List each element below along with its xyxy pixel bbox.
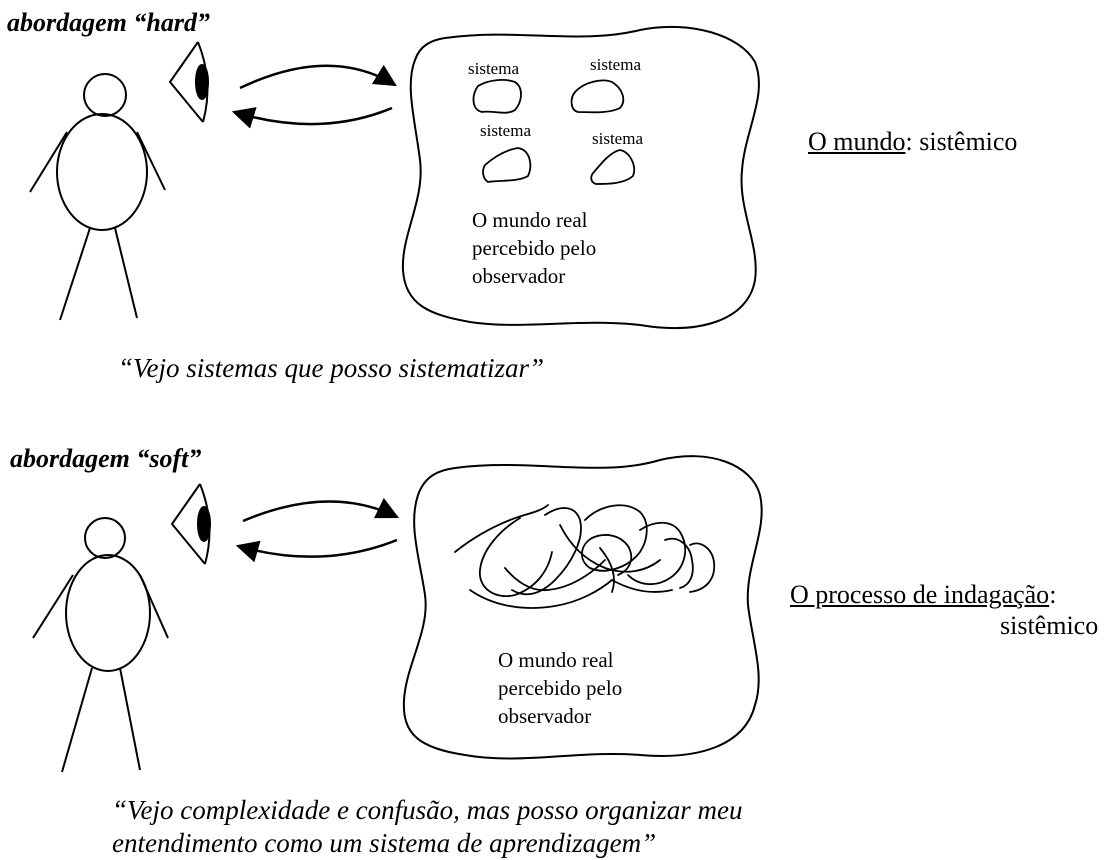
hard-system-label-3: sistema <box>480 121 531 140</box>
hard-observer-quote: “Vejo sistemas que posso sistematizar” <box>118 353 545 383</box>
soft-figure-right-leg <box>119 667 141 771</box>
soft-figure-head <box>84 517 126 559</box>
hard-system-label-2: sistema <box>590 55 641 74</box>
hard-figure-body <box>56 113 148 231</box>
soft-world-blob <box>402 455 763 760</box>
soft-figure-left-arm <box>32 574 74 639</box>
soft-figure-body <box>65 554 151 672</box>
soft-process-label: O processo de indagação: <box>790 582 1056 608</box>
soft-observer-quote-line1: “Vejo complexidade e confusão, mas posso… <box>112 795 743 825</box>
hard-system-shapes <box>472 79 635 185</box>
system-shape-2 <box>570 79 625 114</box>
soft-observer-quote-line2: entendimento como um sistema de aprendiz… <box>112 828 657 858</box>
hard-arrow-to-world <box>239 64 397 90</box>
soft-process-label-underlined: O processo de indagação <box>790 580 1050 609</box>
soft-process-label-line2: sistêmico <box>1000 611 1099 640</box>
hard-arrow-to-observer <box>231 106 393 129</box>
system-shape-3 <box>482 147 532 183</box>
hard-world-label-underlined: O mundo <box>808 127 906 156</box>
soft-figure-right-arm <box>139 574 169 639</box>
soft-arrow-to-world <box>242 497 400 523</box>
soft-tangle-scribble <box>454 504 716 609</box>
hard-world-label-rest: : sistêmico <box>905 127 1018 156</box>
soft-process-label-colon: : <box>1049 580 1057 609</box>
hard-eye-icon <box>168 41 209 123</box>
system-shape-4 <box>590 149 635 185</box>
hard-world-blob <box>401 25 760 329</box>
hard-world-caption: O mundo real percebido pelo observador <box>472 208 597 288</box>
soft-observer-figure <box>32 517 169 773</box>
hard-observer-figure <box>29 73 166 321</box>
system-shape-1 <box>472 79 522 114</box>
soft-arrow-to-observer <box>235 538 398 563</box>
hard-figure-right-leg <box>114 227 138 319</box>
soft-approach-title: abordagem “soft” <box>10 444 202 473</box>
soft-world-caption: O mundo real percebido pelo observador <box>498 648 623 728</box>
hard-approach-title: abordagem “hard” <box>7 8 210 37</box>
hard-figure-left-arm <box>29 131 68 193</box>
hard-world-label: O mundo: sistêmico <box>808 129 1017 155</box>
soft-eye-icon <box>170 483 211 565</box>
hard-figure-right-arm <box>136 131 166 191</box>
hard-figure-head <box>83 73 127 117</box>
hard-figure-left-leg <box>59 227 91 321</box>
hard-system-label-1: sistema <box>468 59 519 78</box>
hard-system-label-4: sistema <box>592 129 643 148</box>
soft-figure-left-leg <box>61 667 93 773</box>
